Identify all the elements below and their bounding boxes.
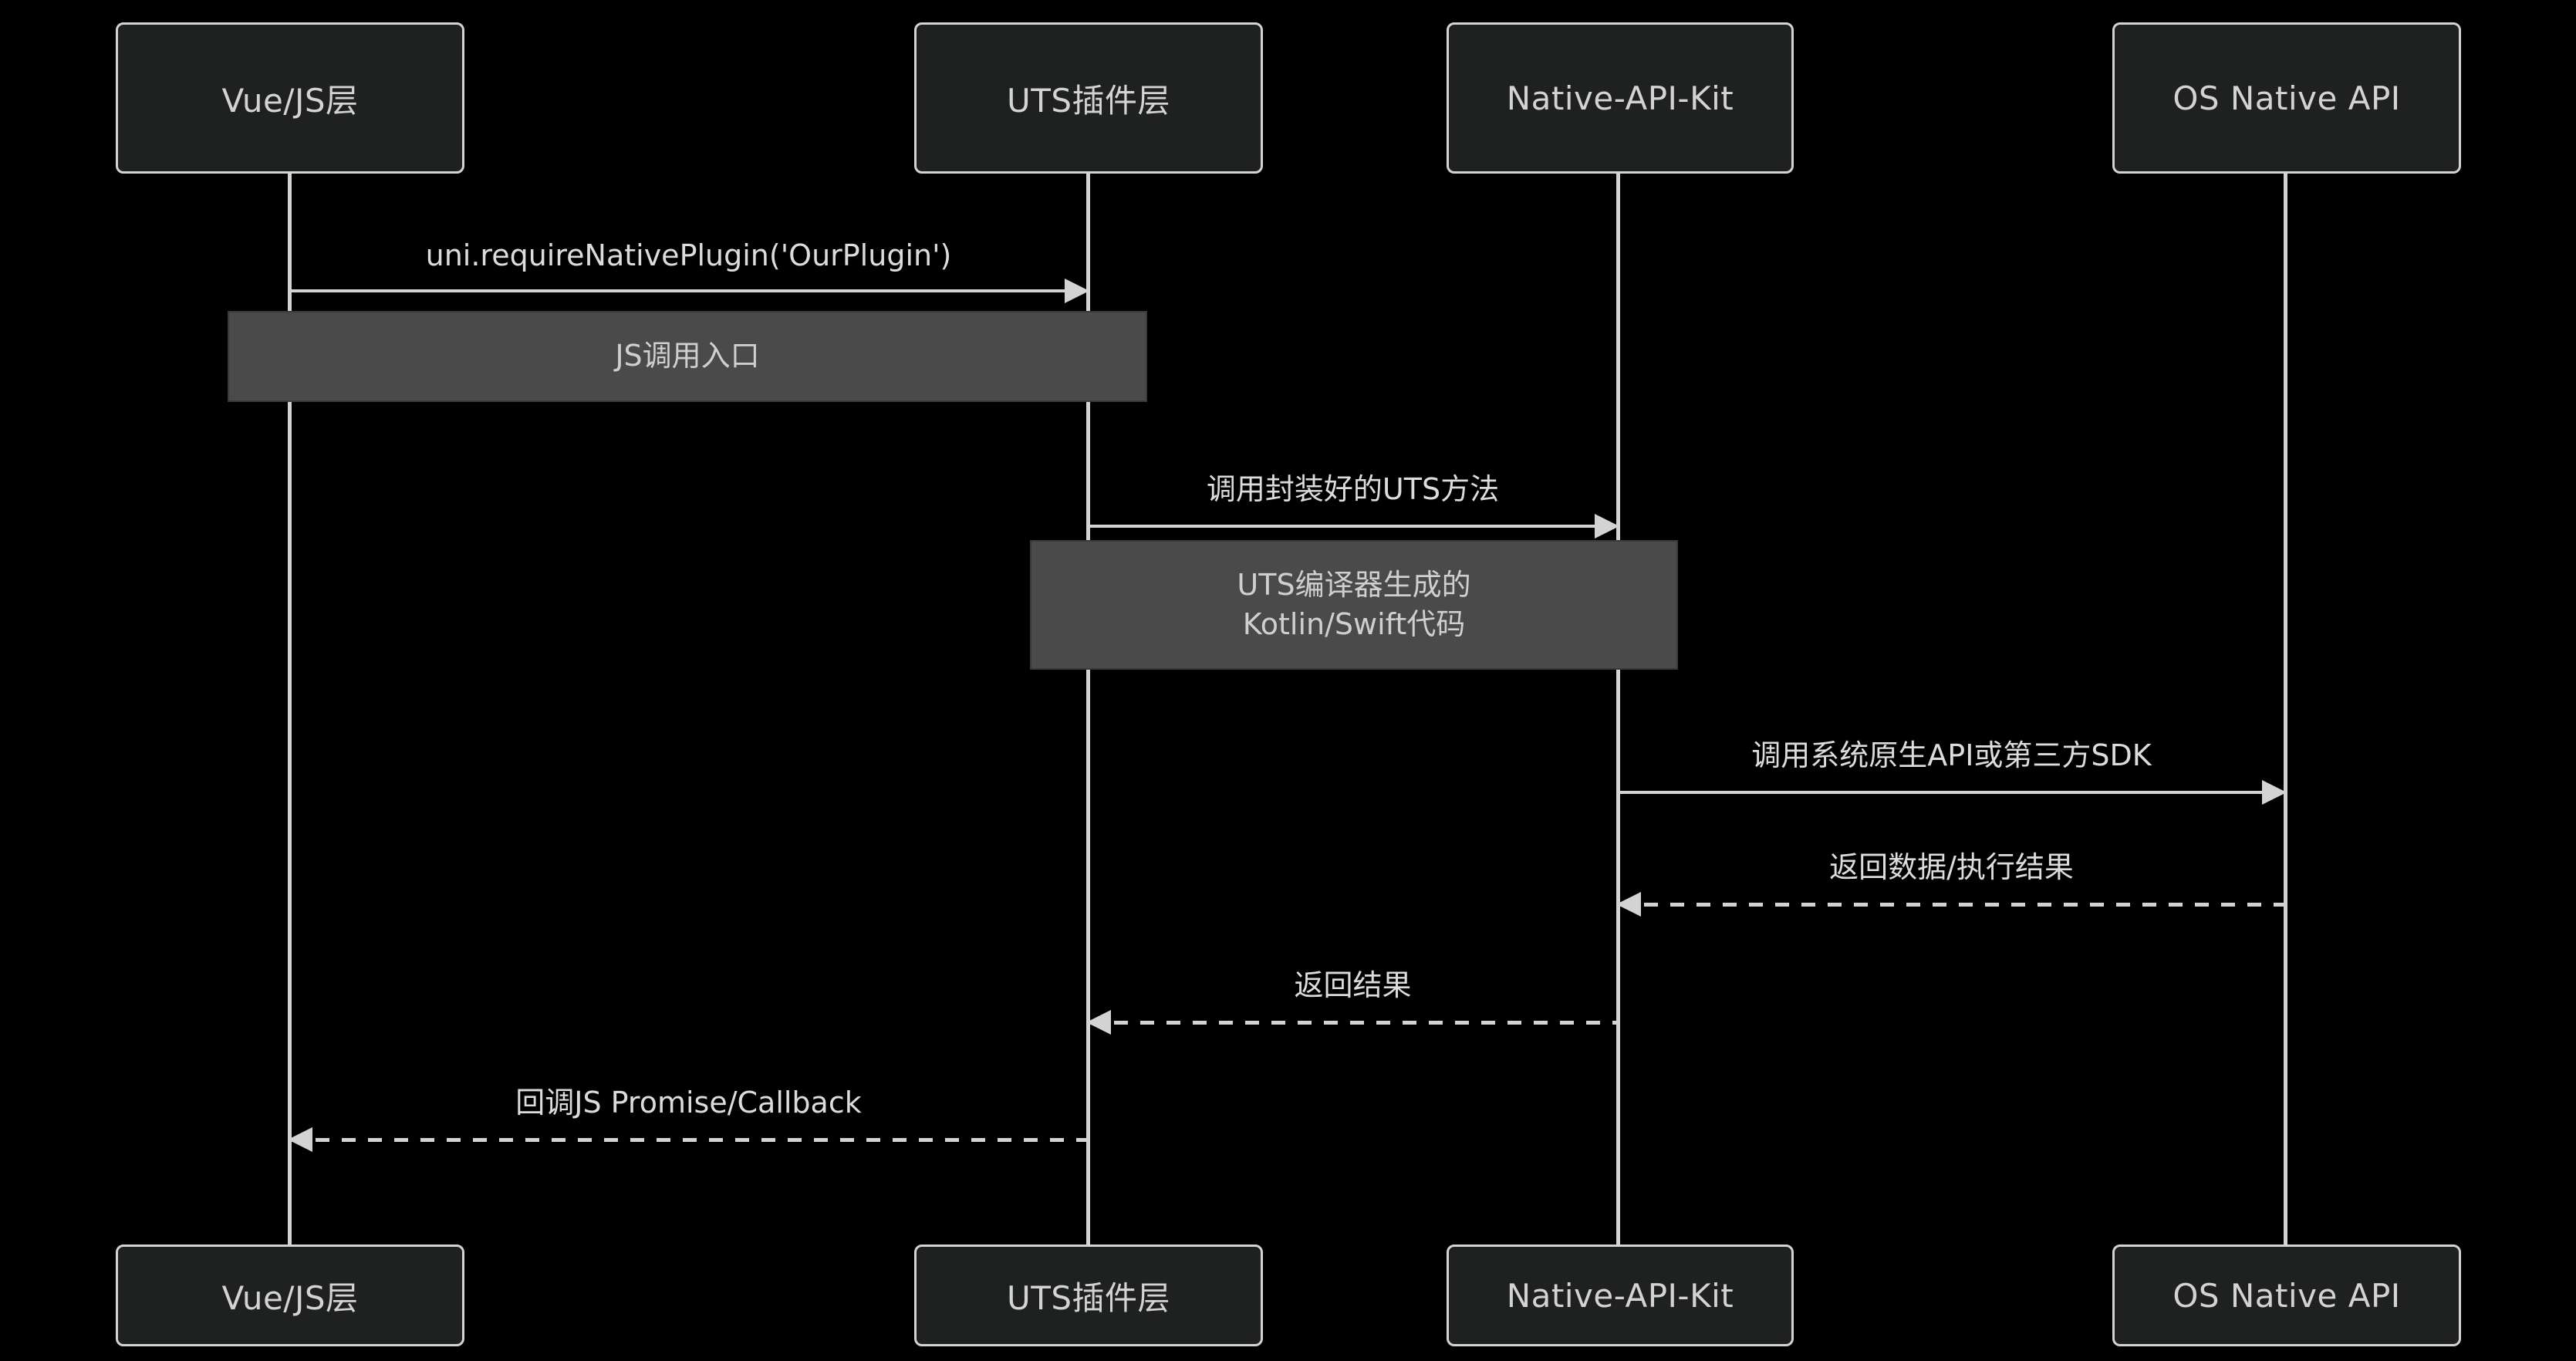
arrowhead-right-icon: [1065, 279, 1089, 303]
participant-label: Native-API-Kit: [1506, 79, 1734, 117]
participant-label: Native-API-Kit: [1506, 1276, 1734, 1315]
message-label: 返回结果: [1294, 968, 1412, 1002]
note-text: JS调用入口: [615, 339, 760, 373]
message-line: [1088, 525, 1618, 528]
message-label: 返回数据/执行结果: [1829, 850, 2074, 884]
lifeline-vue: [288, 174, 292, 1244]
participant-header-uts[interactable]: UTS插件层: [914, 22, 1263, 174]
participant-header-vue[interactable]: Vue/JS层: [116, 22, 464, 174]
participant-header-kit[interactable]: Native-API-Kit: [1447, 22, 1794, 174]
message-line: [1088, 1021, 1618, 1025]
message-line: [1618, 903, 2285, 907]
participant-label: OS Native API: [2173, 79, 2401, 117]
message-line: [1618, 791, 2285, 794]
participant-footer-uts[interactable]: UTS插件层: [914, 1244, 1263, 1346]
participant-label: Vue/JS层: [221, 1278, 359, 1317]
message-line: [289, 1138, 1088, 1142]
arrowhead-left-icon: [1616, 892, 1641, 917]
note-text: UTS编译器生成的 Kotlin/Swift代码: [1237, 567, 1471, 641]
arrowhead-right-icon: [2262, 780, 2287, 805]
participant-footer-os[interactable]: OS Native API: [2112, 1244, 2461, 1346]
lifeline-kit: [1616, 174, 1620, 1244]
note-n2: UTS编译器生成的 Kotlin/Swift代码: [1030, 540, 1678, 670]
message-label: 调用封装好的UTS方法: [1206, 472, 1500, 506]
note-n1: JS调用入口: [228, 311, 1147, 402]
participant-label: UTS插件层: [1006, 81, 1171, 120]
message-label: uni.requireNativePlugin('OurPlugin'): [425, 238, 952, 272]
lifeline-uts: [1086, 174, 1090, 1244]
message-label: 调用系统原生API或第三方SDK: [1751, 738, 2152, 772]
lifeline-os: [2284, 174, 2287, 1244]
arrowhead-left-icon: [1086, 1010, 1111, 1035]
message-line: [289, 289, 1088, 292]
arrowhead-right-icon: [1595, 514, 1619, 539]
message-label: 回调JS Promise/Callback: [515, 1086, 862, 1120]
participant-footer-vue[interactable]: Vue/JS层: [116, 1244, 464, 1346]
participant-header-os[interactable]: OS Native API: [2112, 22, 2461, 174]
arrowhead-left-icon: [288, 1127, 312, 1152]
participant-label: OS Native API: [2173, 1276, 2401, 1315]
participant-label: Vue/JS层: [221, 81, 359, 120]
participant-footer-kit[interactable]: Native-API-Kit: [1447, 1244, 1794, 1346]
participant-label: UTS插件层: [1006, 1278, 1171, 1317]
